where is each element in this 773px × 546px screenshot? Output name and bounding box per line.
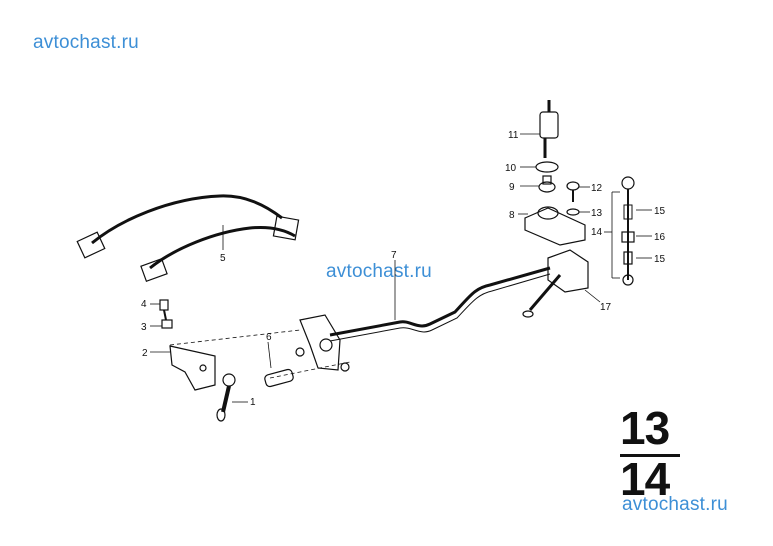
page-number-bottom: 14 bbox=[620, 453, 670, 505]
callout-15-upper: 15 bbox=[654, 206, 666, 217]
pin-part bbox=[264, 341, 351, 388]
bolt-part bbox=[150, 299, 173, 329]
cable-part bbox=[76, 194, 300, 283]
watermark-top-left: avtochast.ru bbox=[33, 32, 139, 53]
callout-3: 3 bbox=[141, 322, 147, 333]
callout-7: 7 bbox=[391, 250, 397, 261]
callout-12: 12 bbox=[591, 183, 603, 194]
callout-9: 9 bbox=[509, 182, 515, 193]
screw-part bbox=[566, 181, 590, 216]
bracket-right bbox=[522, 249, 601, 318]
callout-15-lower: 15 bbox=[654, 254, 666, 265]
link-rod bbox=[216, 373, 248, 422]
rod-assembly bbox=[604, 176, 652, 286]
callout-14: 14 bbox=[591, 227, 603, 238]
callout-4: 4 bbox=[141, 299, 147, 310]
valve-part bbox=[520, 100, 559, 158]
callout-17: 17 bbox=[600, 302, 612, 313]
callout-11: 11 bbox=[508, 130, 519, 141]
callout-13: 13 bbox=[591, 208, 603, 219]
callout-2: 2 bbox=[142, 348, 148, 359]
watermark-center: avtochast.ru bbox=[326, 261, 432, 282]
callout-16: 16 bbox=[654, 232, 666, 243]
base-part bbox=[518, 206, 586, 246]
watermark-bottom-right: avtochast.ru bbox=[622, 494, 728, 515]
page-number-divider bbox=[620, 454, 680, 457]
callout-6: 6 bbox=[266, 332, 272, 343]
shaft-part bbox=[329, 260, 551, 342]
callout-8: 8 bbox=[509, 210, 515, 221]
washer-part bbox=[520, 161, 559, 173]
lever-bracket bbox=[295, 314, 350, 372]
callout-1: 1 bbox=[250, 397, 256, 408]
callout-10: 10 bbox=[505, 163, 517, 174]
nut-part bbox=[520, 175, 556, 193]
page-number-top: 13 bbox=[620, 402, 670, 454]
callout-5: 5 bbox=[220, 253, 226, 264]
bracket-left bbox=[150, 329, 301, 391]
